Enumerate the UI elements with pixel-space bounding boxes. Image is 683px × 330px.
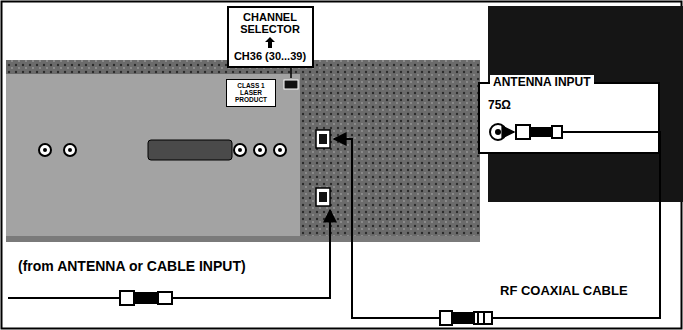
box-heading: CLASS 1 LASER PRODUCT — [231, 83, 271, 103]
selector-icon — [264, 36, 276, 49]
source-label: (from ANTENNA or CABLE INPUT) — [18, 258, 246, 274]
antenna-panel-ground — [478, 82, 660, 154]
box-value: CH36 (30...39) — [234, 50, 306, 63]
box-value: 75Ω — [488, 98, 511, 112]
antenna-input-box: ANTENNA INPUT75Ω — [478, 82, 660, 154]
cable-label: RF COAXIAL CABLE — [500, 283, 628, 298]
vcr-rear-panel — [6, 60, 480, 242]
laser-sticker: CLASS 1 LASER PRODUCT — [226, 79, 276, 107]
box-heading: ANTENNA INPUT — [490, 75, 594, 89]
antenna-feed-cable — [8, 210, 330, 305]
box-heading: CHANNEL SELECTOR — [235, 11, 305, 35]
channel-selector-box: CHANNEL SELECTOR CH36 (30...39) — [227, 6, 314, 68]
coax-plug — [516, 125, 562, 139]
rf-coaxial-cable — [334, 132, 660, 325]
antenna-socket — [490, 124, 514, 140]
